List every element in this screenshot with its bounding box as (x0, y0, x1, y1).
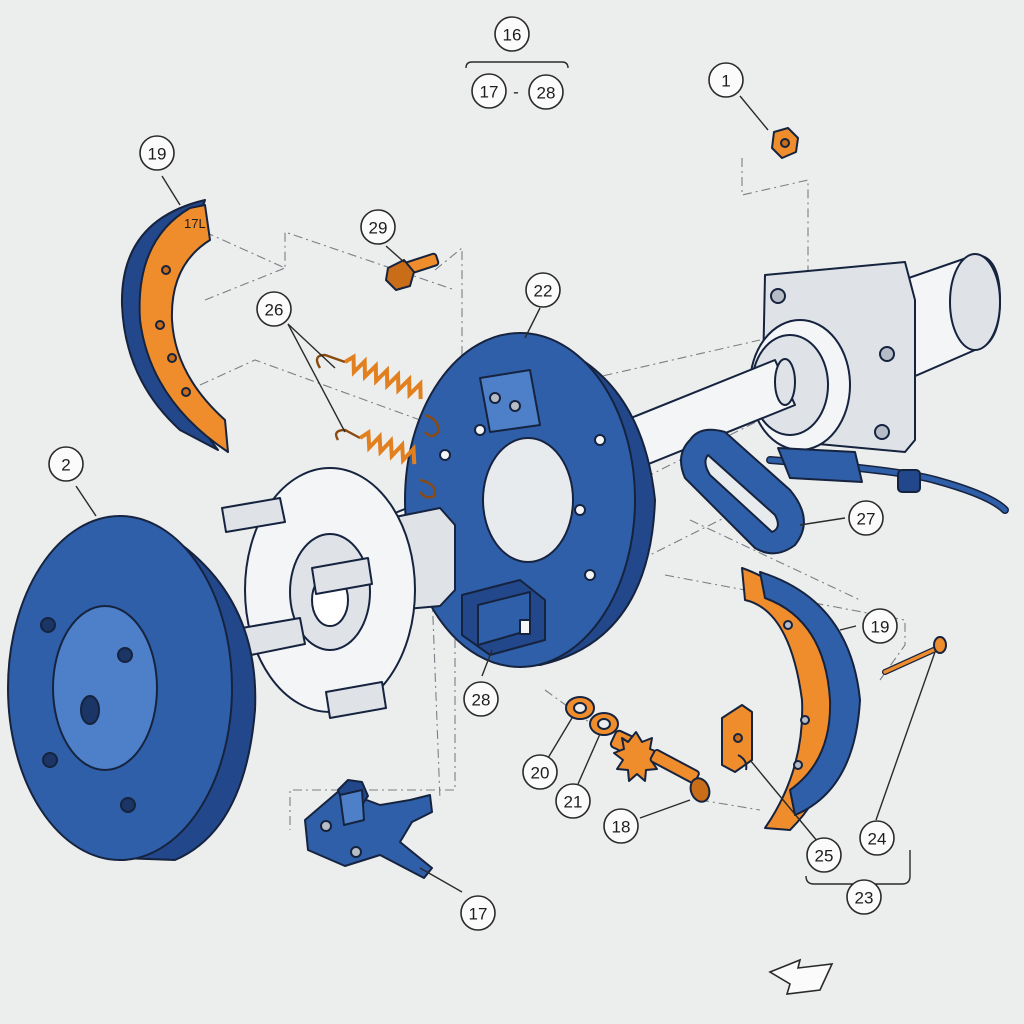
wheel-hub (221, 467, 456, 719)
direction-arrow-icon (768, 958, 834, 995)
callout-29: 29 (360, 209, 396, 245)
svg-text:25: 25 (815, 847, 834, 866)
callout-25: 25 (806, 837, 842, 873)
svg-text:2: 2 (61, 456, 70, 475)
svg-text:19: 19 (871, 618, 890, 637)
callout-16: 16 (494, 16, 530, 52)
callout-21: 21 (555, 783, 591, 819)
callout-18: 18 (603, 808, 639, 844)
retainer-clip (721, 704, 753, 773)
range-separator: - (513, 83, 519, 102)
backing-plate (404, 332, 656, 668)
callout-17: 17 (460, 895, 496, 931)
callout-23: 23 (846, 879, 882, 915)
wheel-cylinder (461, 579, 546, 656)
wheel-studs (221, 497, 387, 719)
adjuster-screw (609, 729, 711, 803)
washer-21 (589, 712, 619, 736)
return-spring-lower (334, 428, 436, 499)
svg-text:27: 27 (857, 510, 876, 529)
svg-text:26: 26 (265, 301, 284, 320)
svg-text:18: 18 (612, 818, 631, 837)
callout-2: 2 (48, 446, 84, 482)
part-marking-label: 17L (184, 216, 206, 231)
brake-drum (7, 515, 257, 861)
svg-text:24: 24 (868, 830, 887, 849)
callout-28: 28 (463, 681, 499, 717)
callout-1: 1 (708, 62, 744, 98)
callout-26: 26 (256, 291, 292, 327)
svg-text:-: - (513, 83, 519, 102)
svg-text:28: 28 (472, 691, 491, 710)
parking-brake-cable (766, 447, 1009, 514)
svg-text:17: 17 (469, 905, 488, 924)
brake-shoe-right (741, 567, 861, 831)
parking-brake-lever (304, 779, 433, 879)
svg-text:23: 23 (855, 889, 874, 908)
callout-27: 27 (848, 500, 884, 536)
svg-text:20: 20 (531, 764, 550, 783)
callout-28-range-end: 28 (528, 74, 564, 110)
svg-text:19: 19 (148, 145, 167, 164)
axle-housing (749, 253, 1001, 453)
svg-text:1: 1 (721, 72, 730, 91)
svg-text:17: 17 (480, 83, 499, 102)
brake-shoe-left: 17L (120, 199, 229, 453)
svg-text:22: 22 (534, 282, 553, 301)
svg-text:28: 28 (537, 84, 556, 103)
return-spring-upper (315, 353, 440, 438)
svg-text:16: 16 (503, 26, 522, 45)
cable-guide-bracket (680, 428, 805, 555)
bolt (385, 252, 440, 291)
callout-22: 22 (525, 272, 561, 308)
washer-20 (565, 696, 595, 720)
callout-19-right-shoe: 19 (862, 608, 898, 644)
callout-17-range-start: 17 (471, 73, 507, 109)
callout-24: 24 (859, 820, 895, 856)
hold-down-pin (882, 636, 947, 675)
nut (771, 127, 799, 159)
callout-20: 20 (522, 754, 558, 790)
svg-text:21: 21 (564, 793, 583, 812)
callout-19-left-shoe: 19 (139, 135, 175, 171)
svg-text:29: 29 (369, 219, 388, 238)
leader-lines (75, 61, 936, 893)
